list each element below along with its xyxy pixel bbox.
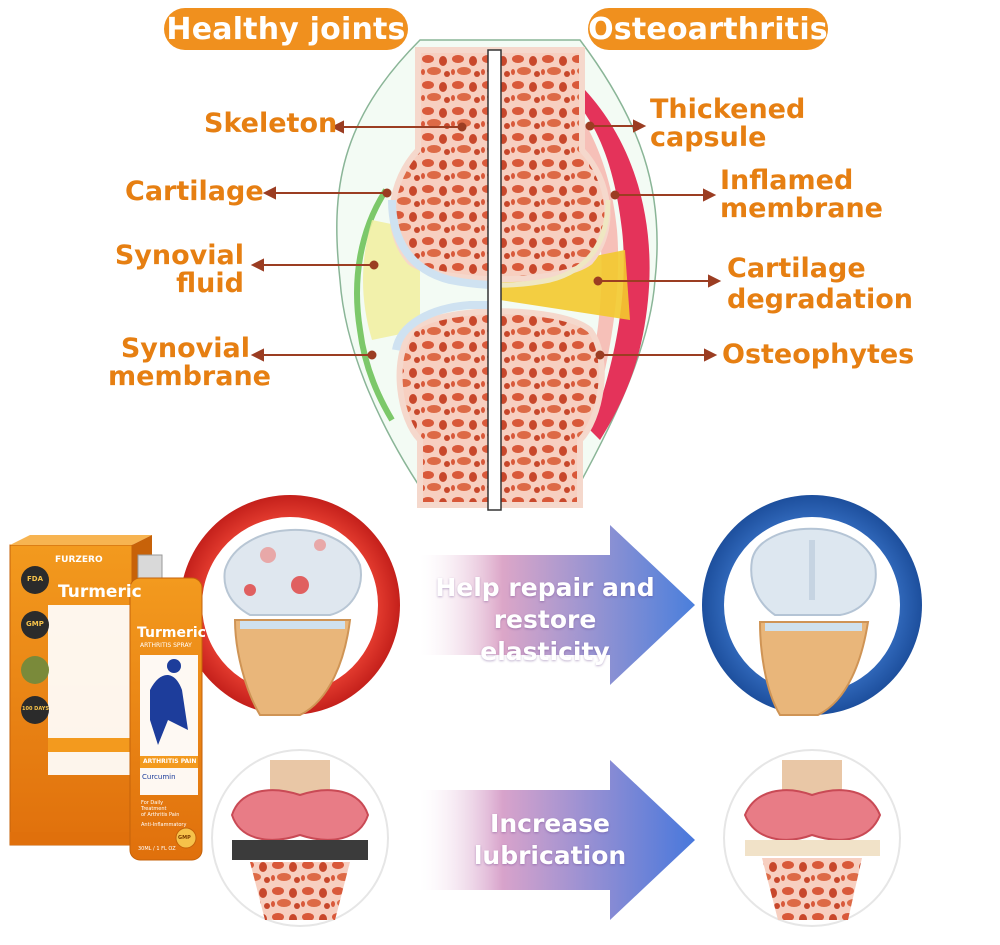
label-thickened-capsule-line2: capsule (650, 122, 767, 153)
product-use-line3: of Arthritis Pain (141, 812, 180, 818)
badge-gmp-can: GMP (178, 835, 191, 841)
label-inflamed-membrane-line1: Inflamed (720, 165, 854, 196)
label-cartilage-degradation-line1: Cartilage (727, 253, 866, 284)
arrow-text-lubrication-line2: lubrication (473, 841, 627, 870)
product-name-box: Turmeric (58, 582, 142, 602)
product-use-line1: For Daily (141, 800, 164, 806)
damaged-knee-illustration (180, 495, 400, 716)
arrow-text-repair-line2: restore elasticity (480, 605, 610, 666)
arrow-lubrication (420, 760, 695, 920)
arrow-text-lubrication: Increase lubrication (450, 808, 650, 872)
product-volume: 30ML / 1 FL OZ (138, 846, 176, 852)
label-synovial-fluid: Synovial fluid (112, 242, 244, 298)
product-ingredient: Curcumin (142, 773, 176, 781)
product-use: For Daily Treatment of Arthritis Pain (141, 800, 179, 818)
arrow-text-repair: Help repair and restore elasticity (425, 572, 665, 668)
label-inflamed-membrane: Inflamed membrane (720, 167, 883, 223)
label-skeleton: Skeleton (204, 108, 338, 139)
label-synovial-fluid-line2: fluid (176, 268, 244, 299)
badge-fda: FDA (27, 575, 44, 583)
label-cartilage-degradation: Cartilage degradation (727, 253, 913, 315)
product-spray-can (129, 554, 203, 861)
healthy-joints-header: Healthy joints (164, 8, 408, 50)
repaired-knee-illustration (702, 495, 922, 716)
label-cartilage-left: Cartilage (125, 176, 264, 207)
label-synovial-membrane-line1: Synovial (120, 333, 250, 364)
product-brand: FURZERO (55, 555, 103, 565)
label-osteophytes: Osteophytes (722, 339, 915, 370)
label-synovial-membrane: Synovial membrane (108, 333, 271, 392)
osteoarthritis-header: Osteoarthritis (588, 8, 828, 50)
label-synovial-fluid-line1: Synovial (114, 240, 244, 271)
arrow-text-repair-line1: Help repair and (435, 573, 655, 602)
product-anti: Anti-Inflammatory (141, 822, 187, 828)
label-thickened-capsule: Thickened capsule (650, 96, 805, 152)
product-name-can: Turmeric (137, 625, 206, 641)
arrow-repair (420, 525, 695, 685)
label-thickened-capsule-line1: Thickened (650, 94, 806, 125)
badge-100-days: 100 DAYS (22, 706, 49, 712)
inflamed-joint-illustration (211, 749, 389, 927)
label-cartilage-degradation-line2: degradation (727, 284, 913, 315)
label-synovial-membrane-line2: membrane (108, 361, 271, 392)
product-band: ARTHRITIS PAIN (143, 758, 197, 765)
lubricated-joint-illustration (723, 749, 901, 927)
product-use-line2: Treatment (141, 806, 167, 812)
label-inflamed-membrane-line2: membrane (720, 193, 883, 224)
arrow-text-lubrication-line1: Increase (490, 809, 610, 838)
product-subtitle: ARTHRITIS SPRAY (140, 642, 192, 649)
badge-gmp: GMP (26, 620, 44, 628)
